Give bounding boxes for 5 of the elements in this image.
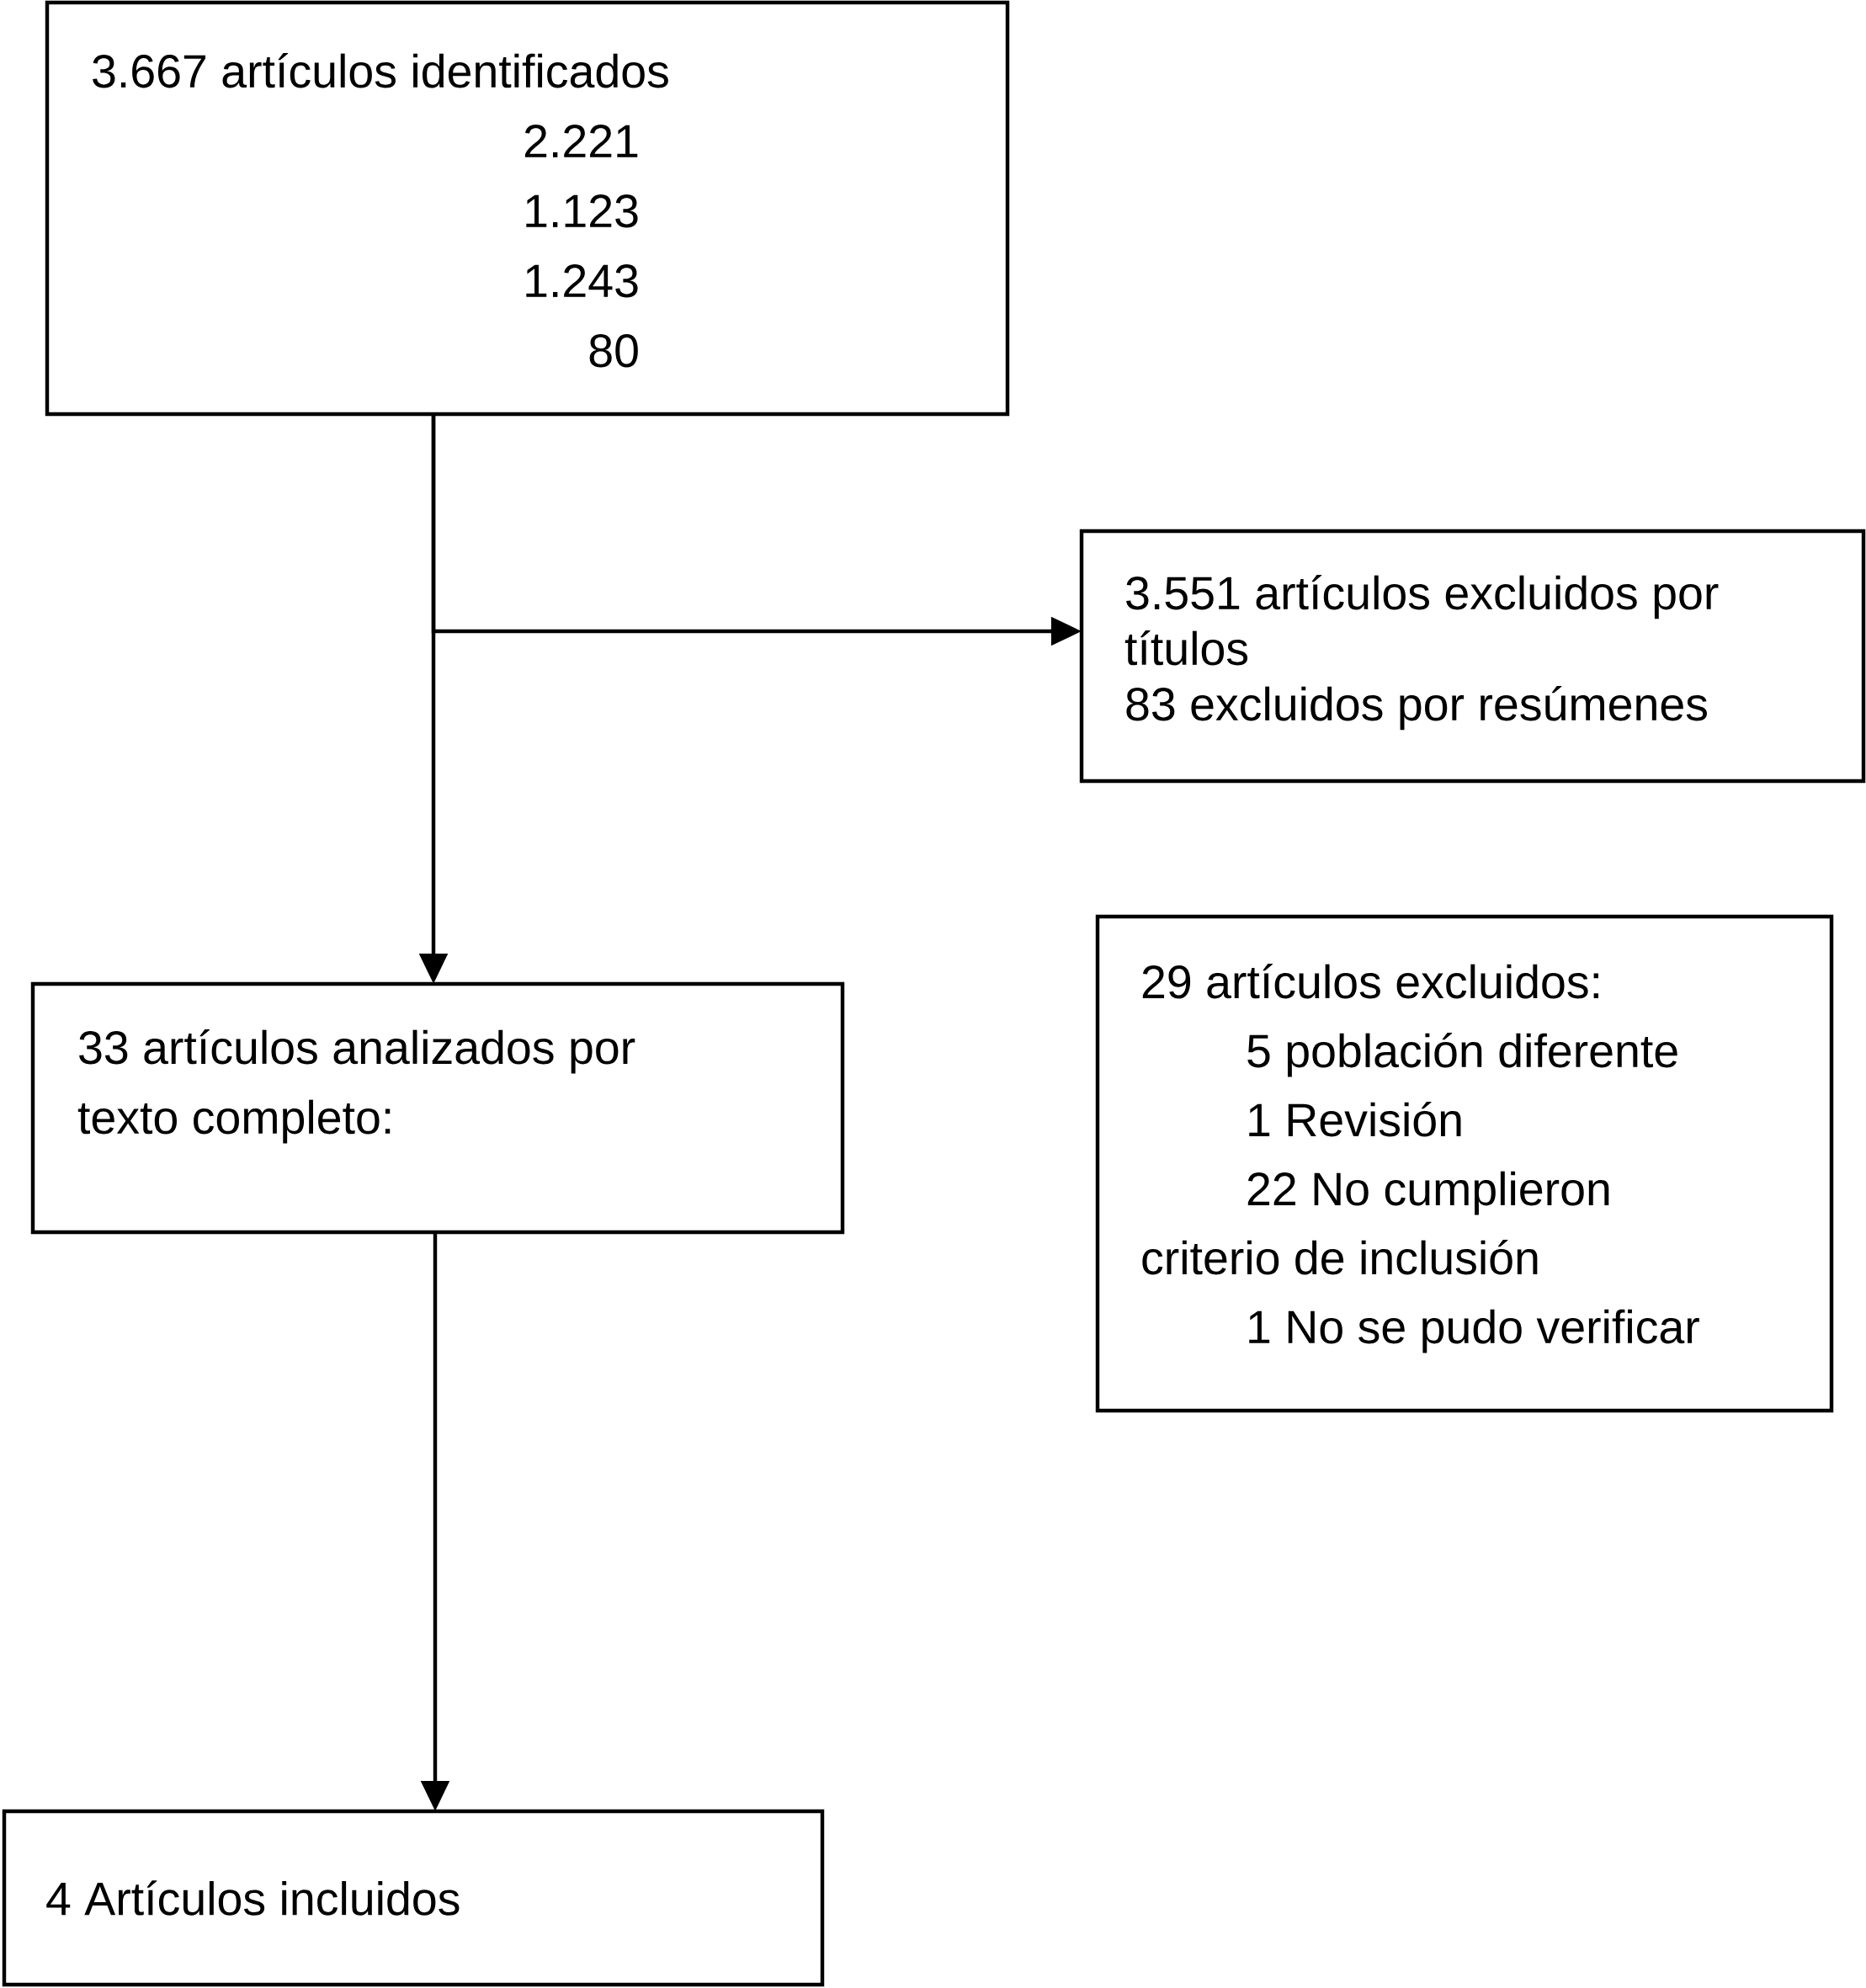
- flow-box: 3.551 artículos excluidos por títulos 83 excluidos por resúmenes: [1079, 529, 1866, 784]
- flow-box: 4 Artículos incluidos: [2, 1809, 825, 1987]
- flow-box: 3.667 artículos identificados 2.221 1.123 1.243 80: [45, 0, 1010, 417]
- flow-box: 33 artículos analizados por texto completo:: [30, 981, 845, 1235]
- flow-box: 29 artículos excluidos: 5 población diferente 1 Revisión 22 No cumplieron criterio de inclusión 1 No se pudo verificar: [1095, 914, 1834, 1413]
